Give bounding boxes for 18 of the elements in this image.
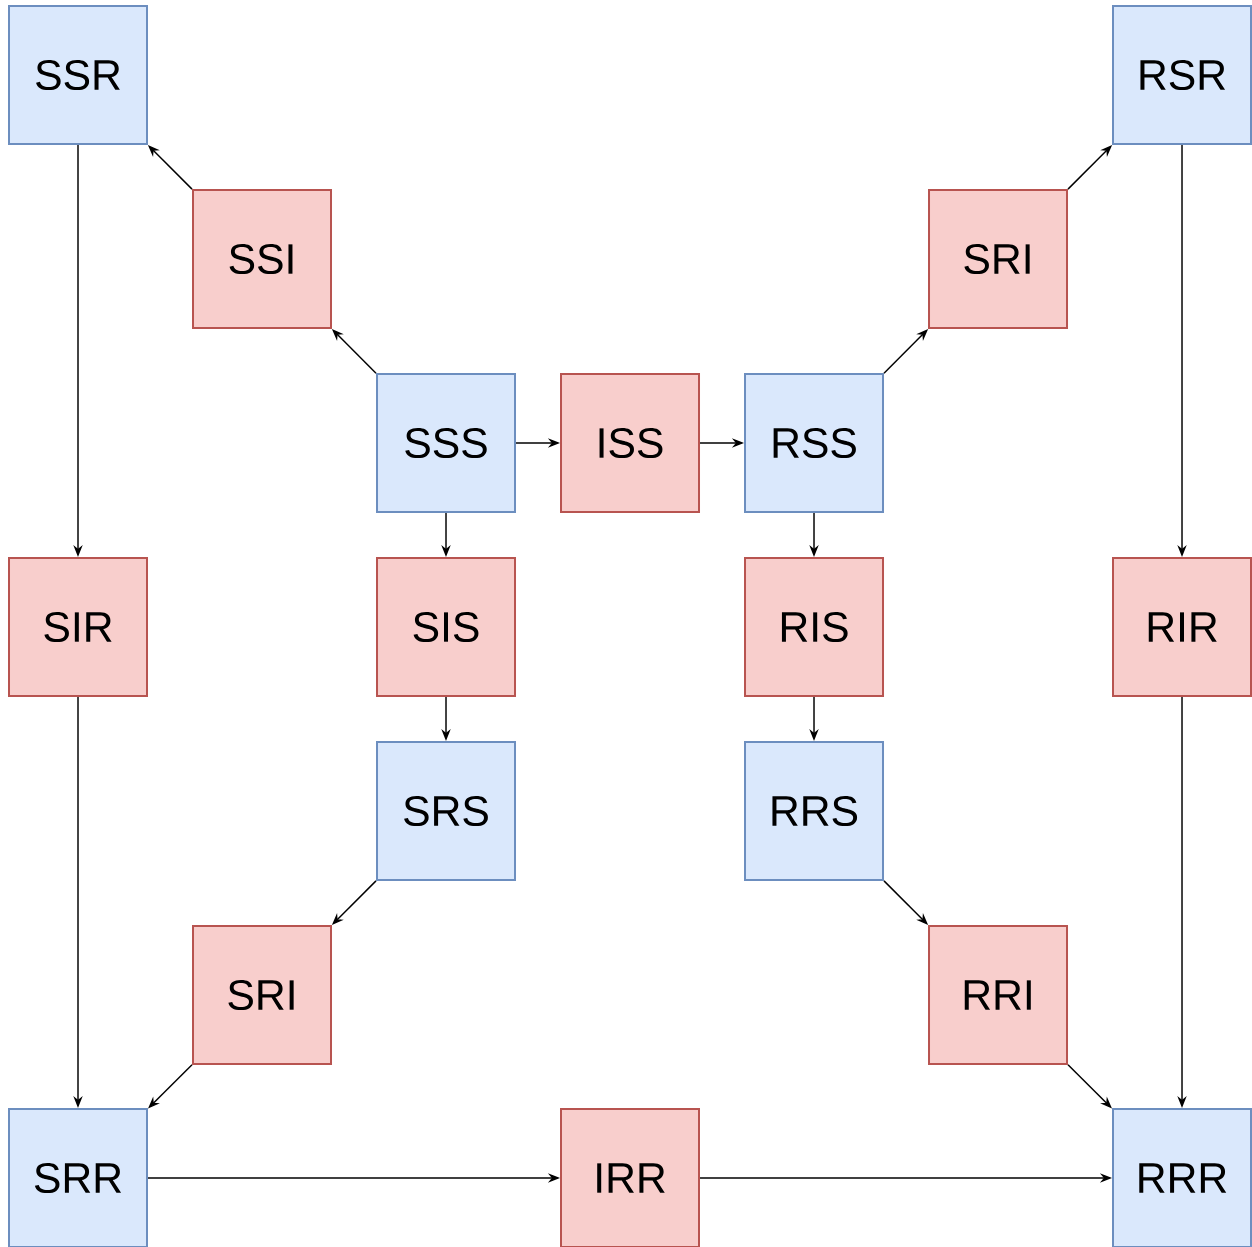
state-box: ISS xyxy=(560,373,700,513)
state-box: RIR xyxy=(1112,557,1252,697)
state-box: SIR xyxy=(8,557,148,697)
state-box: SRI xyxy=(928,189,1068,329)
state-box: IRR xyxy=(560,1108,700,1247)
state-box: SRI xyxy=(192,925,332,1065)
state-box: SSS xyxy=(376,373,516,513)
state-box: RSR xyxy=(1112,5,1252,145)
state-box: RRI xyxy=(928,925,1068,1065)
state-box: SSR xyxy=(8,5,148,145)
state-box: RRS xyxy=(744,741,884,881)
state-box: RIS xyxy=(744,557,884,697)
state-box: RSS xyxy=(744,373,884,513)
state-box: SSI xyxy=(192,189,332,329)
state-box: SIS xyxy=(376,557,516,697)
state-box: SRR xyxy=(8,1108,148,1247)
state-box: SRS xyxy=(376,741,516,881)
state-box: RRR xyxy=(1112,1108,1252,1247)
